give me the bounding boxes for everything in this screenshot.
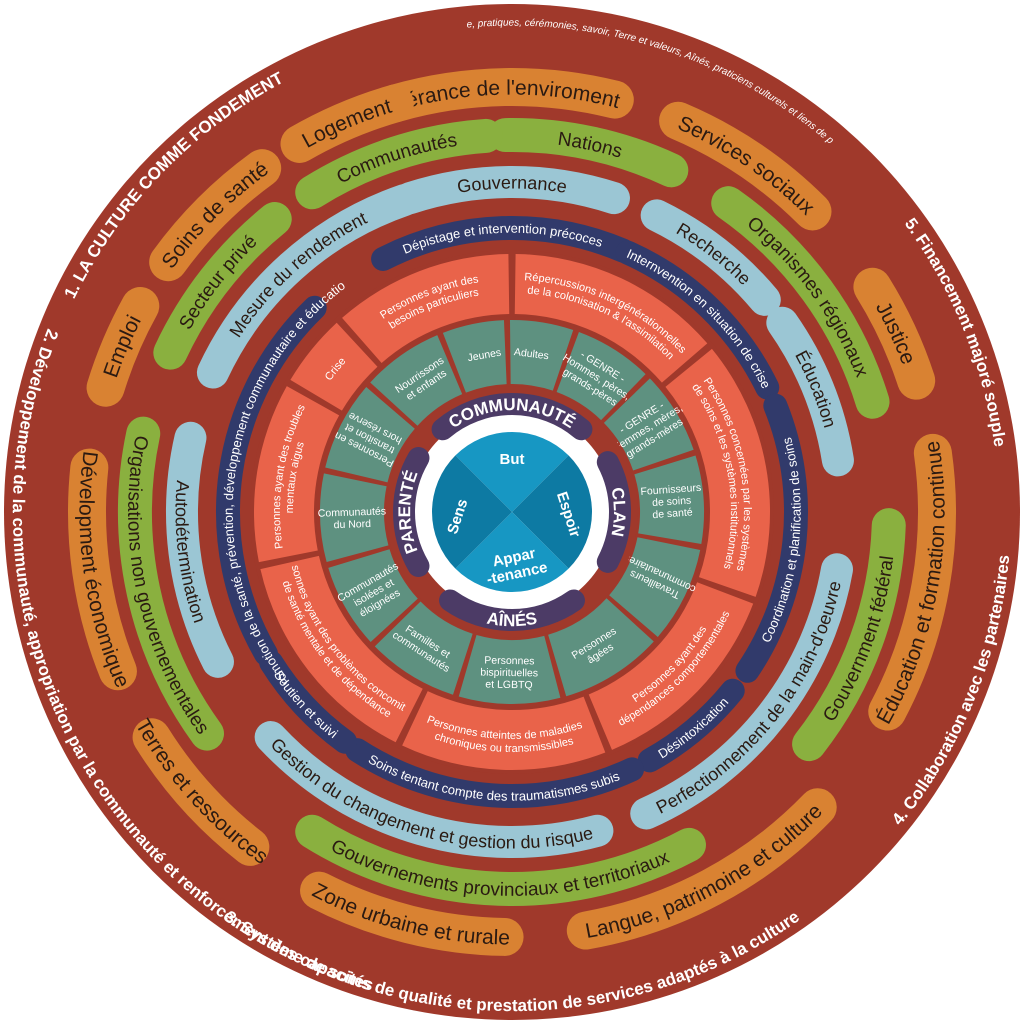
pill-governance-partners-5 xyxy=(153,202,292,370)
population-cell-11 xyxy=(370,335,463,426)
pill-governance-partners-6 xyxy=(295,118,503,210)
population-label-line: du Nord xyxy=(333,518,371,531)
population-need-segment-1 xyxy=(665,348,771,597)
population-need-segment-2 xyxy=(588,582,754,750)
pill-governance-partners-1 xyxy=(711,186,890,419)
population-need-segment-5 xyxy=(254,386,340,563)
population-cell-3 xyxy=(634,455,705,545)
center-quadrant-1 xyxy=(512,455,592,569)
population-label-line: de soins xyxy=(652,494,692,509)
population-cell-2 xyxy=(603,378,694,471)
population-label-line: et LGBTQ xyxy=(485,679,532,692)
population-cell-7 xyxy=(374,601,473,695)
population-cell-5 xyxy=(548,598,654,697)
population-need-segment-0 xyxy=(514,254,708,383)
population-cell-6 xyxy=(458,634,561,704)
pill-outer-sectors-1 xyxy=(659,101,832,231)
pill-outer-sectors-2 xyxy=(853,267,936,400)
pill-outer-sectors-4 xyxy=(566,788,837,950)
pill-continuum-of-care-0 xyxy=(371,216,635,271)
population-cell-12 xyxy=(442,320,507,393)
pill-outer-sectors-10 xyxy=(280,84,414,163)
pill-outer-sectors-8 xyxy=(86,286,160,407)
population-label-3: Fournisseursde soinsde santé xyxy=(640,482,703,522)
population-label-12: Jeunes xyxy=(467,347,502,365)
pill-enablers-0 xyxy=(394,166,630,215)
pill-governance-partners-0 xyxy=(488,118,689,188)
population-cell-9 xyxy=(319,473,389,563)
core-band-3 xyxy=(393,447,430,577)
core-band-0 xyxy=(431,393,593,441)
center-quadrant-0 xyxy=(455,432,569,512)
population-label-line: Jeunes xyxy=(467,347,502,365)
center-quadrant-2 xyxy=(455,512,569,592)
core-band-label-2: AÎNÉS xyxy=(485,609,538,631)
pill-continuum-of-care-6 xyxy=(216,295,327,666)
pill-outer-sectors-7 xyxy=(68,448,137,691)
pill-enablers-3 xyxy=(630,553,853,830)
population-need-segment-7 xyxy=(342,254,510,364)
pill-governance-partners-3 xyxy=(295,814,706,906)
population-cell-10 xyxy=(325,387,415,483)
population-need-segment-3 xyxy=(402,691,606,770)
pill-outer-sectors-0 xyxy=(375,67,634,123)
pill-governance-partners-2 xyxy=(792,508,906,762)
population-label-line: de santé xyxy=(652,506,693,521)
pill-outer-sectors-6 xyxy=(132,718,270,866)
population-cell-0 xyxy=(509,320,574,391)
pill-continuum-of-care-3 xyxy=(637,678,745,773)
pill-outer-sectors-9 xyxy=(149,149,282,282)
population-label-line: bispirituelles xyxy=(480,666,538,679)
population-label-9: Communautésdu Nord xyxy=(318,505,387,531)
population-cell-8 xyxy=(328,549,418,642)
ring-populations: Adultes- GENRE -Hommes, pères,grands-pèr… xyxy=(316,316,708,708)
center-label-top: But xyxy=(500,451,525,468)
pill-outer-sectors-3 xyxy=(868,433,956,731)
population-need-segment-4 xyxy=(260,555,423,743)
population-label-line: Communautés xyxy=(318,505,387,519)
pill-enablers-4 xyxy=(254,721,614,858)
population-label-0: Adultes xyxy=(513,346,549,362)
pill-continuum-of-care-5 xyxy=(259,650,358,754)
core-band-label-2-text: AÎNÉS xyxy=(485,609,538,631)
population-need-segment-6 xyxy=(290,322,378,411)
pill-continuum-of-care-1 xyxy=(615,240,780,400)
population-cell-4 xyxy=(609,537,701,637)
population-label-line: Personnes xyxy=(484,655,534,668)
population-label-line: Fournisseurs xyxy=(640,482,701,498)
core-band-2 xyxy=(439,589,585,631)
pill-enablers-5 xyxy=(166,421,234,678)
pill-outer-sectors-5 xyxy=(300,871,524,956)
pill-enablers-2 xyxy=(766,306,854,477)
center-quadrant-3 xyxy=(432,455,512,569)
pill-continuum-of-care-2 xyxy=(735,393,808,683)
pill-enablers-6 xyxy=(196,183,421,389)
population-cell-1 xyxy=(556,332,646,421)
pill-governance-partners-4 xyxy=(118,416,224,751)
core-band-1 xyxy=(596,451,631,573)
pill-continuum-of-care-4 xyxy=(345,738,645,808)
core-band-label-1: CLAN xyxy=(607,486,629,538)
core-band-label-1-text: CLAN xyxy=(607,486,629,538)
pill-enablers-1 xyxy=(640,199,781,316)
population-label-6: Personnesbispirituelleset LGBTQ xyxy=(480,654,538,691)
population-label-line: Adultes xyxy=(513,346,549,362)
